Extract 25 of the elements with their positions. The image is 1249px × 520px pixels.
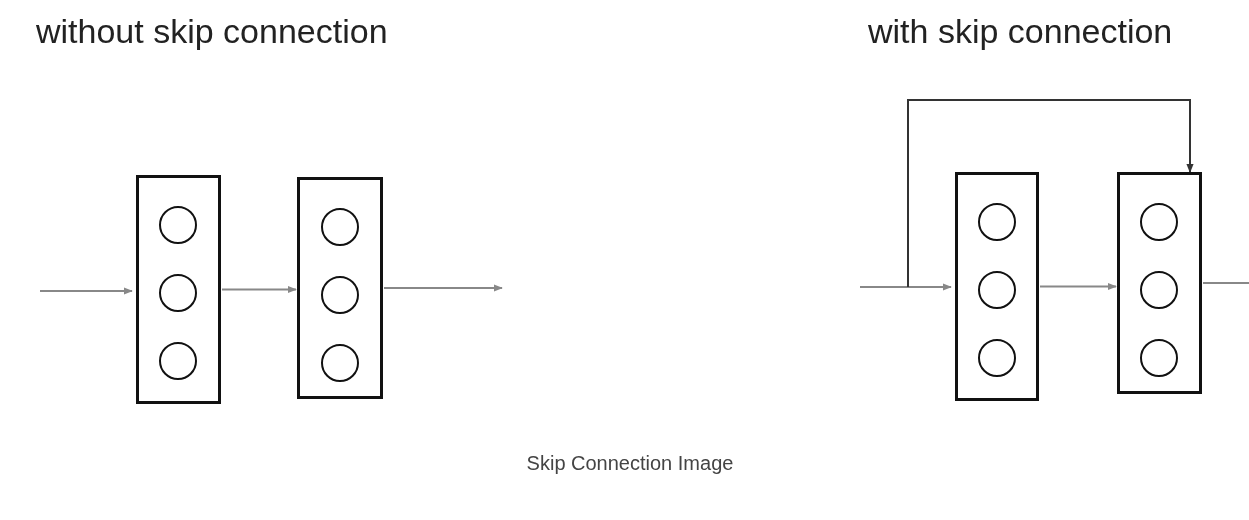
layer-box [1117, 172, 1202, 394]
layer-box [955, 172, 1039, 401]
arrow [907, 99, 1194, 288]
neuron-circle [977, 271, 1016, 309]
layer-box [297, 177, 383, 399]
panel-heading: with skip connection [868, 12, 1173, 51]
neuron-circle [977, 339, 1016, 377]
neuron-circle [1140, 339, 1178, 377]
neuron-circle [320, 208, 359, 246]
neuron-circle [1140, 203, 1178, 241]
neuron-circle [159, 206, 197, 244]
arrow [383, 284, 503, 292]
layer-box [136, 175, 221, 404]
neuron-circle [320, 276, 359, 314]
neuron-circle [159, 274, 197, 312]
arrow [39, 287, 133, 295]
panel-heading: without skip connection [36, 12, 388, 51]
caption: Skip Connection Image [525, 452, 735, 475]
neuron-circle [1140, 271, 1178, 309]
arrow [221, 285, 297, 294]
neuron-circle [977, 203, 1016, 241]
neuron-circle [320, 344, 359, 382]
arrow [1039, 282, 1117, 291]
neuron-circle [159, 342, 197, 380]
arrow [859, 283, 952, 291]
